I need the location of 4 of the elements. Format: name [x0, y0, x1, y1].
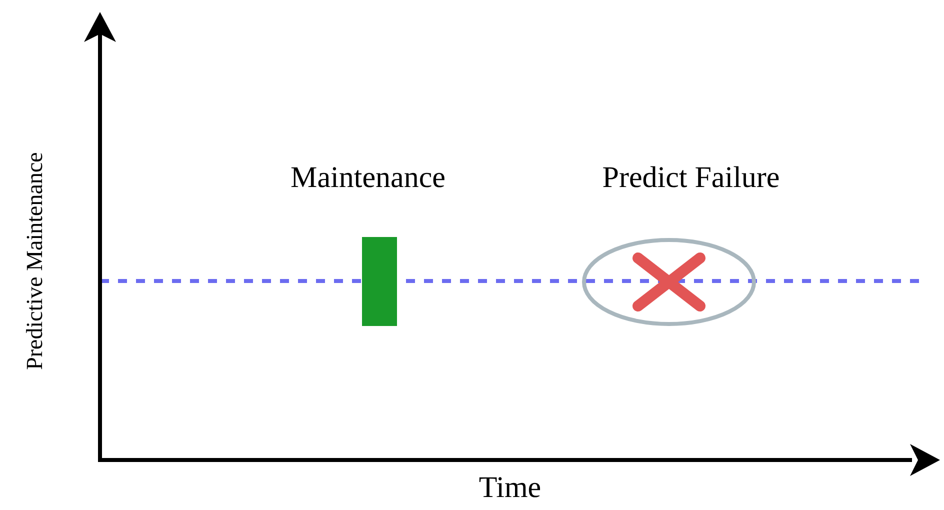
event-label: Maintenance [290, 160, 446, 196]
y-axis-label: Predictive Maintenance [21, 152, 48, 370]
event-label: Predict Failure [601, 160, 781, 196]
x-axis-label: Time [478, 470, 542, 506]
